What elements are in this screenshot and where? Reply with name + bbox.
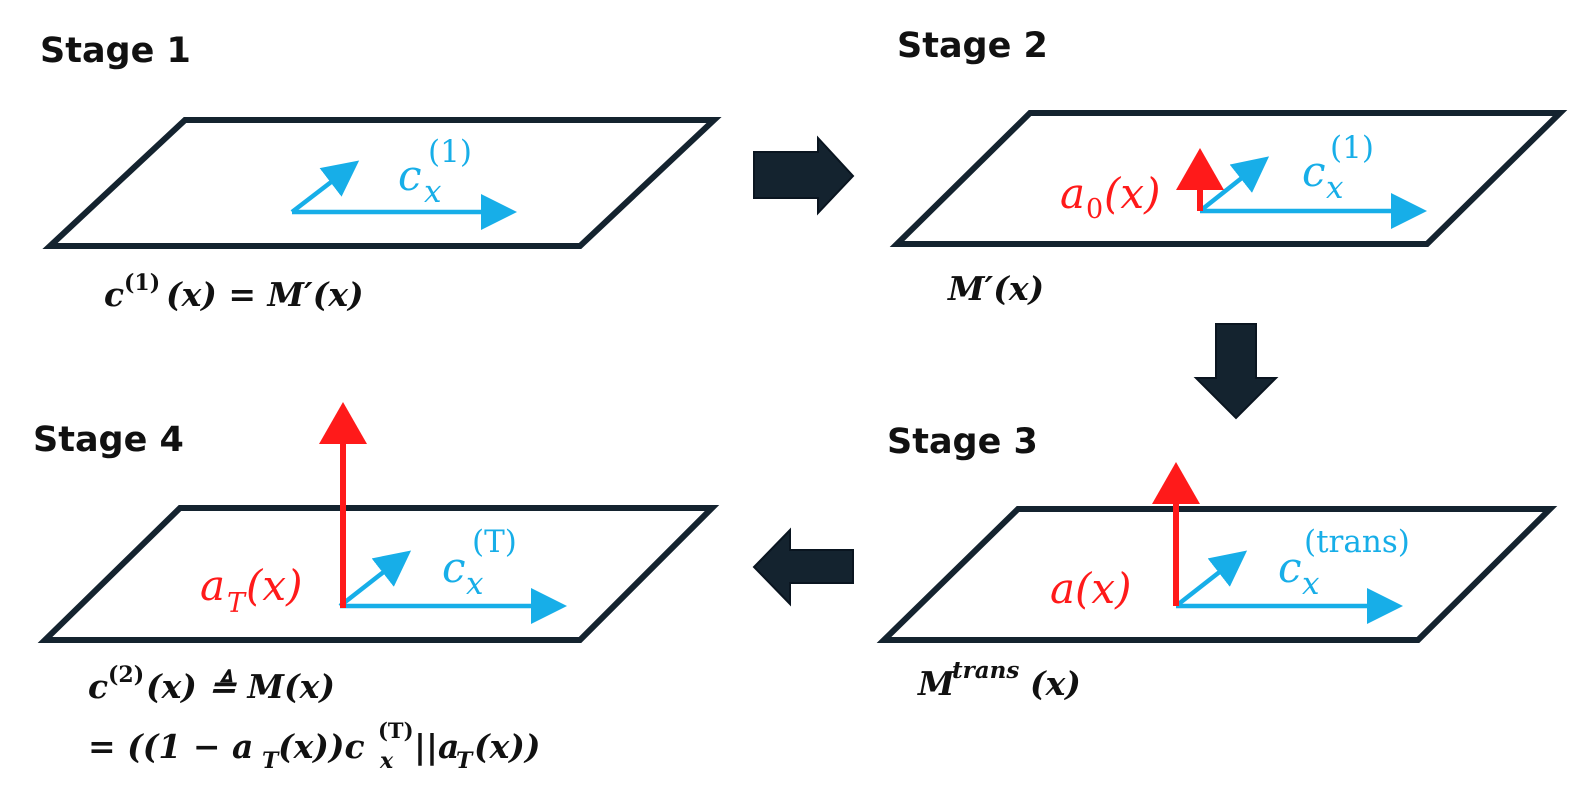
stage-1-formula: c (1) (x) = M′(x)	[104, 259, 364, 314]
stage-1-c-label: c x (1)	[398, 134, 472, 210]
stage-3: Stage 3 a(x) c x (trans) M trans (x)	[876, 422, 1558, 703]
stage-4: Stage 4 a T (x) c x (T) c (2) (x) ≜ M(x)…	[33, 402, 720, 776]
stage-4-formula-line2: = ((1 − a T (x))c x (T) ||a T (x))	[88, 707, 541, 776]
stage-1-title: Stage 1	[40, 31, 191, 71]
stage-2: Stage 2 a 0 (x) c x (1) M′(x)	[889, 26, 1568, 308]
stage-3-c-label: c x (trans)	[1278, 524, 1410, 602]
arrow-down-stage2-to-stage3	[1193, 323, 1279, 420]
stage-1: Stage 1 c x (1) c (1) (x) = M′(x)	[40, 31, 722, 314]
stage-4-aT-label: a T (x)	[200, 561, 302, 619]
arrow-left-stage3-to-stage4	[752, 527, 854, 607]
stage-1-c-vector-diagonal	[290, 160, 360, 214]
stage-3-formula: M trans (x)	[917, 647, 1081, 703]
stage-2-title: Stage 2	[897, 26, 1048, 66]
stage-4-title: Stage 4	[33, 420, 184, 460]
stage-4-plane	[37, 505, 720, 643]
stage-4-c-vector-diagonal	[338, 550, 412, 608]
stage-3-plane	[876, 506, 1558, 643]
stage-4-c-label: c x (T)	[442, 524, 517, 602]
stage-2-plane	[889, 110, 1568, 247]
stage-2-a0-label: a 0 (x)	[1060, 169, 1160, 225]
stage-1-plane	[42, 117, 722, 249]
arrow-right-stage1-to-stage2	[753, 135, 855, 216]
stage-3-title: Stage 3	[887, 422, 1038, 462]
stage-2-c-label: c x (1)	[1302, 130, 1374, 206]
stage-3-a-label: a(x)	[1050, 564, 1132, 613]
stage-2-c-vector-diagonal	[1198, 156, 1270, 213]
stage-2-formula: M′(x)	[947, 269, 1044, 308]
stage-4-formula-line1: c (2) (x) ≜ M(x)	[88, 651, 335, 706]
stage-3-c-vector-diagonal	[1174, 550, 1248, 608]
